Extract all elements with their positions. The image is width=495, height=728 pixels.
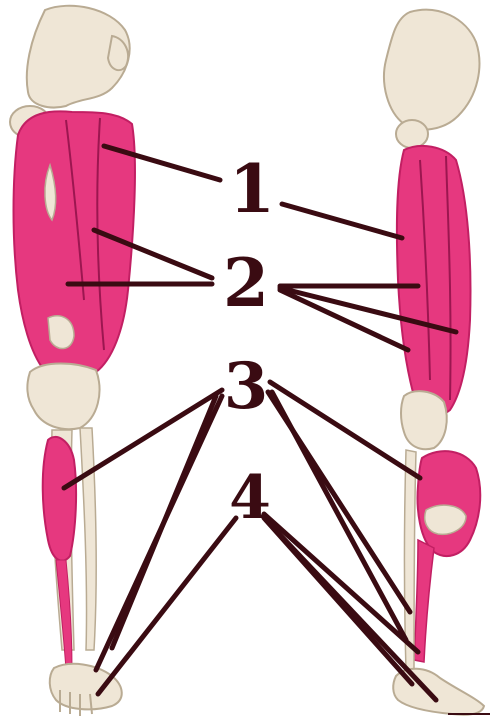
label-2: 2 bbox=[223, 244, 269, 322]
leader-line-3-left-ankle-b bbox=[96, 396, 222, 670]
leader-line-2-right-c bbox=[280, 290, 408, 350]
right-lower-leg-muscle bbox=[414, 540, 434, 662]
right-thigh-muscle-group bbox=[397, 146, 471, 415]
leader-line-4-left bbox=[98, 518, 236, 694]
label-1: 1 bbox=[229, 150, 275, 228]
number-labels: 1 2 3 4 bbox=[223, 150, 275, 533]
left-calf-muscle bbox=[43, 437, 76, 561]
left-fibula-bone bbox=[80, 428, 96, 650]
leader-line-1-right bbox=[282, 204, 402, 238]
right-pelvis-bone bbox=[384, 10, 479, 130]
right-calf-muscle bbox=[418, 451, 481, 556]
right-hip-socket-bone bbox=[396, 120, 428, 148]
left-leg-posterior bbox=[10, 6, 135, 716]
label-3: 3 bbox=[224, 349, 269, 424]
right-leg-lateral bbox=[384, 10, 490, 715]
left-knee-bone bbox=[27, 364, 99, 430]
right-knee-bone bbox=[401, 391, 447, 449]
leader-line-4-right-a bbox=[264, 514, 418, 652]
label-4: 4 bbox=[229, 463, 271, 533]
